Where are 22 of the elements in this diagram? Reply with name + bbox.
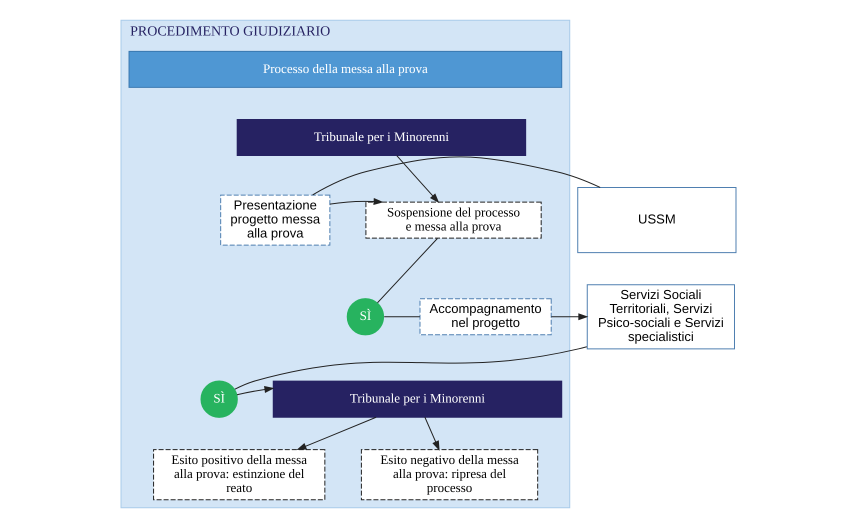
- connector: [234, 346, 588, 390]
- node-box: Esito positivo della messa alla prova: estinzione del reato: [153, 449, 326, 500]
- node-box: Processo della messa alla prova: [128, 50, 562, 88]
- node-circle: SÌ: [200, 380, 238, 418]
- node-box: Presentazione progetto messa alla prova: [220, 194, 330, 246]
- arrow: [424, 416, 440, 451]
- arrow: [550, 313, 588, 320]
- node-box: USSM: [577, 187, 736, 254]
- node-box: Tribunale per i Minorenni: [272, 380, 562, 418]
- node-box: Accompagnamento nel progetto: [420, 298, 552, 336]
- node-box: Esito negativo della messa alla prova: ripresa del processo: [360, 449, 538, 500]
- node-circle: SÌ: [346, 298, 384, 336]
- connector: [377, 238, 438, 304]
- arrow: [236, 386, 274, 396]
- node-box: Servizi Sociali Territoriali, Servizi Psico-sociali e Servizi specialistici: [586, 284, 735, 350]
- arrow: [396, 155, 440, 204]
- arrow: [296, 416, 377, 450]
- connector: [312, 156, 601, 196]
- arrow: [329, 198, 384, 206]
- node-box: Sospensione del processo e messa alla prova: [365, 202, 542, 239]
- connector: [384, 316, 420, 318]
- node-box: Tribunale per i Minorenni: [236, 118, 526, 156]
